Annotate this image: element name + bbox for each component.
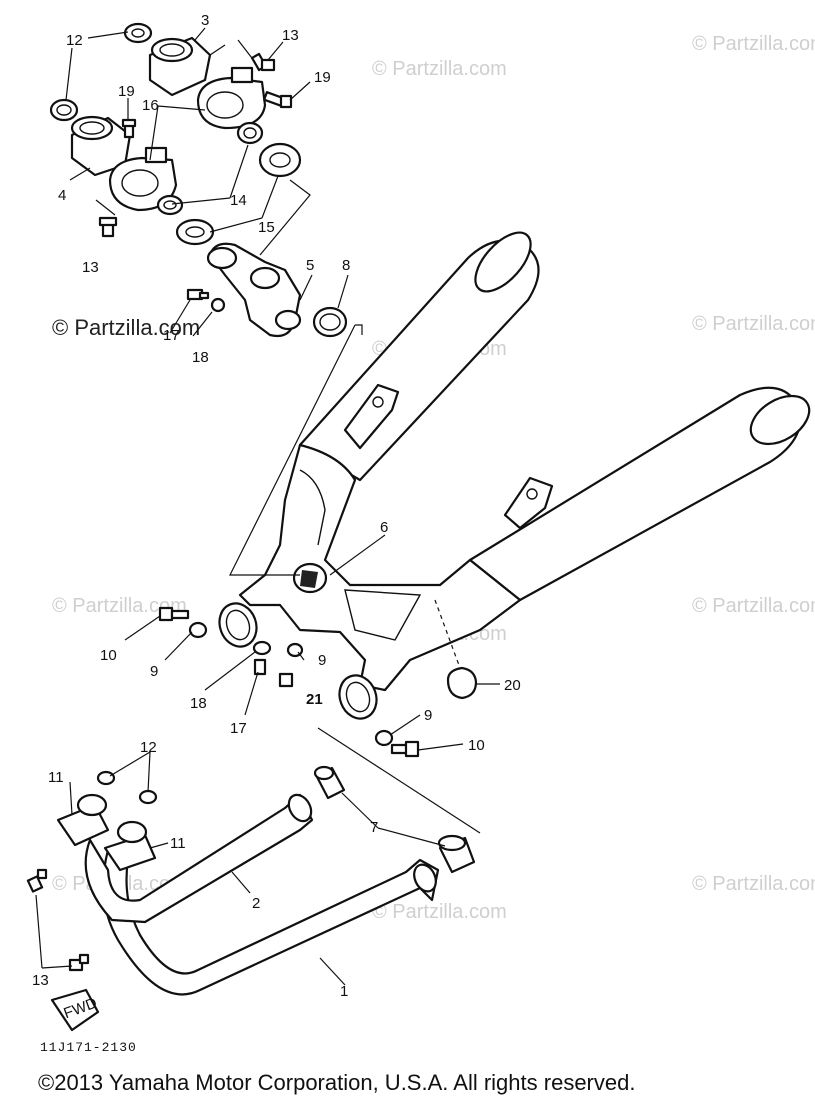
watermark: © Partzilla.com <box>52 595 187 617</box>
bolt-21 <box>278 672 294 688</box>
watermark: © Partzilla.com <box>692 33 815 55</box>
upper-muffler-bracket <box>343 383 400 450</box>
part-16-clamp-lower <box>108 146 178 212</box>
part-12-gasket <box>96 770 116 786</box>
bolt-10-upper <box>158 606 190 622</box>
callout-15: 15 <box>258 219 275 236</box>
part-12-gasket <box>123 22 153 44</box>
lower-muffler-bracket <box>503 476 554 530</box>
callout-12: 12 <box>66 32 83 49</box>
bolt-19 <box>121 118 137 139</box>
crossover-detail <box>299 469 326 546</box>
callout-2: 2 <box>252 895 260 912</box>
washer-18 <box>210 297 226 313</box>
callout-12: 12 <box>140 739 157 756</box>
callout-11: 11 <box>170 835 186 852</box>
part-3-joint <box>148 36 212 97</box>
guide-line <box>317 727 481 834</box>
callout-3: 3 <box>201 12 209 29</box>
part-5-joint-pipe <box>206 242 302 338</box>
part-2-exhaust-pipe <box>84 793 314 924</box>
part-12-gasket <box>49 98 79 122</box>
callout-9: 9 <box>150 663 158 680</box>
callout-18: 18 <box>190 695 207 712</box>
assembly-pointer-line <box>229 324 356 576</box>
callout-4: 4 <box>58 187 66 204</box>
part-7-sleeve <box>313 765 346 800</box>
watermark: © Partzilla.com <box>372 901 507 923</box>
part-4-joint <box>70 115 132 177</box>
part-14-ring <box>236 121 264 145</box>
fwd-arrow-icon: FWD <box>50 988 99 1032</box>
callout-17: 17 <box>163 327 180 344</box>
part-14-ring <box>156 194 184 216</box>
part-20-damper <box>446 666 478 700</box>
bolt-13 <box>98 216 118 238</box>
bracket-hole <box>526 488 538 500</box>
callout-20: 20 <box>504 677 521 694</box>
callout-9: 9 <box>318 652 326 669</box>
callout-8: 8 <box>342 257 350 274</box>
washer-9 <box>188 621 208 639</box>
callout-14: 14 <box>230 192 247 209</box>
callout-9: 9 <box>424 707 432 724</box>
guide-line <box>259 179 311 256</box>
part-12-gasket <box>138 789 158 805</box>
bolt-13 <box>68 953 90 972</box>
callout-7: 7 <box>370 819 378 836</box>
muffler-assembly <box>218 231 811 720</box>
part-8-sleeve <box>312 306 348 338</box>
part-11-flange <box>103 820 157 872</box>
callout-6: 6 <box>380 519 388 536</box>
lower-muffler-end <box>749 394 811 446</box>
guide-line <box>237 39 256 63</box>
guide-line <box>209 44 226 56</box>
callout-16: 16 <box>142 97 159 114</box>
callout-17: 17 <box>230 720 247 737</box>
callout-13: 13 <box>32 972 49 989</box>
watermarks: © Partzilla.com © Partzilla.com © Partzi… <box>52 33 815 923</box>
part-7-sleeve <box>437 834 476 874</box>
washer-9 <box>374 729 394 747</box>
washer-18 <box>252 640 272 656</box>
guide-line <box>355 324 363 335</box>
copyright-notice: ©2013 Yamaha Motor Corporation, U.S.A. A… <box>38 1070 636 1095</box>
muffler-crossover-body <box>238 443 522 692</box>
bolt-10-lower <box>390 740 420 758</box>
watermark: © Partzilla.com <box>692 313 815 335</box>
callout-11: 11 <box>48 769 64 786</box>
callout-5: 5 <box>306 257 314 274</box>
watermark: © Partzilla.com <box>372 58 507 80</box>
watermark: © Partzilla.com <box>692 595 815 617</box>
bolt-17 <box>253 658 267 676</box>
callout-19: 19 <box>314 69 331 86</box>
callout-10: 10 <box>468 737 485 754</box>
callout-leaders <box>35 27 500 986</box>
watermark-dark: © Partzilla.com <box>52 315 200 340</box>
part-11-flange <box>56 793 110 847</box>
diagram-code: 11J171-2130 <box>40 1040 137 1055</box>
upper-muffler-end <box>474 231 532 293</box>
watermark: © Partzilla.com <box>692 873 815 895</box>
callout-21: 21 <box>306 691 323 708</box>
callouts: 12 3 13 19 19 16 4 14 15 13 5 8 17 18 6 … <box>32 12 521 1000</box>
part-15-ring <box>258 142 302 178</box>
callout-18: 18 <box>192 349 209 366</box>
callout-19: 19 <box>118 83 135 100</box>
bolt-13 <box>26 868 48 893</box>
callout-1: 1 <box>340 983 348 1000</box>
crossover-detail <box>344 589 422 641</box>
part-15-ring <box>175 218 215 246</box>
callout-13: 13 <box>82 259 99 276</box>
bolt-19 <box>263 91 293 109</box>
guide-line <box>95 199 116 216</box>
part-16-clamp-upper <box>196 66 267 130</box>
callout-10: 10 <box>100 647 117 664</box>
bracket-hole <box>372 396 384 408</box>
callout-13: 13 <box>282 27 299 44</box>
